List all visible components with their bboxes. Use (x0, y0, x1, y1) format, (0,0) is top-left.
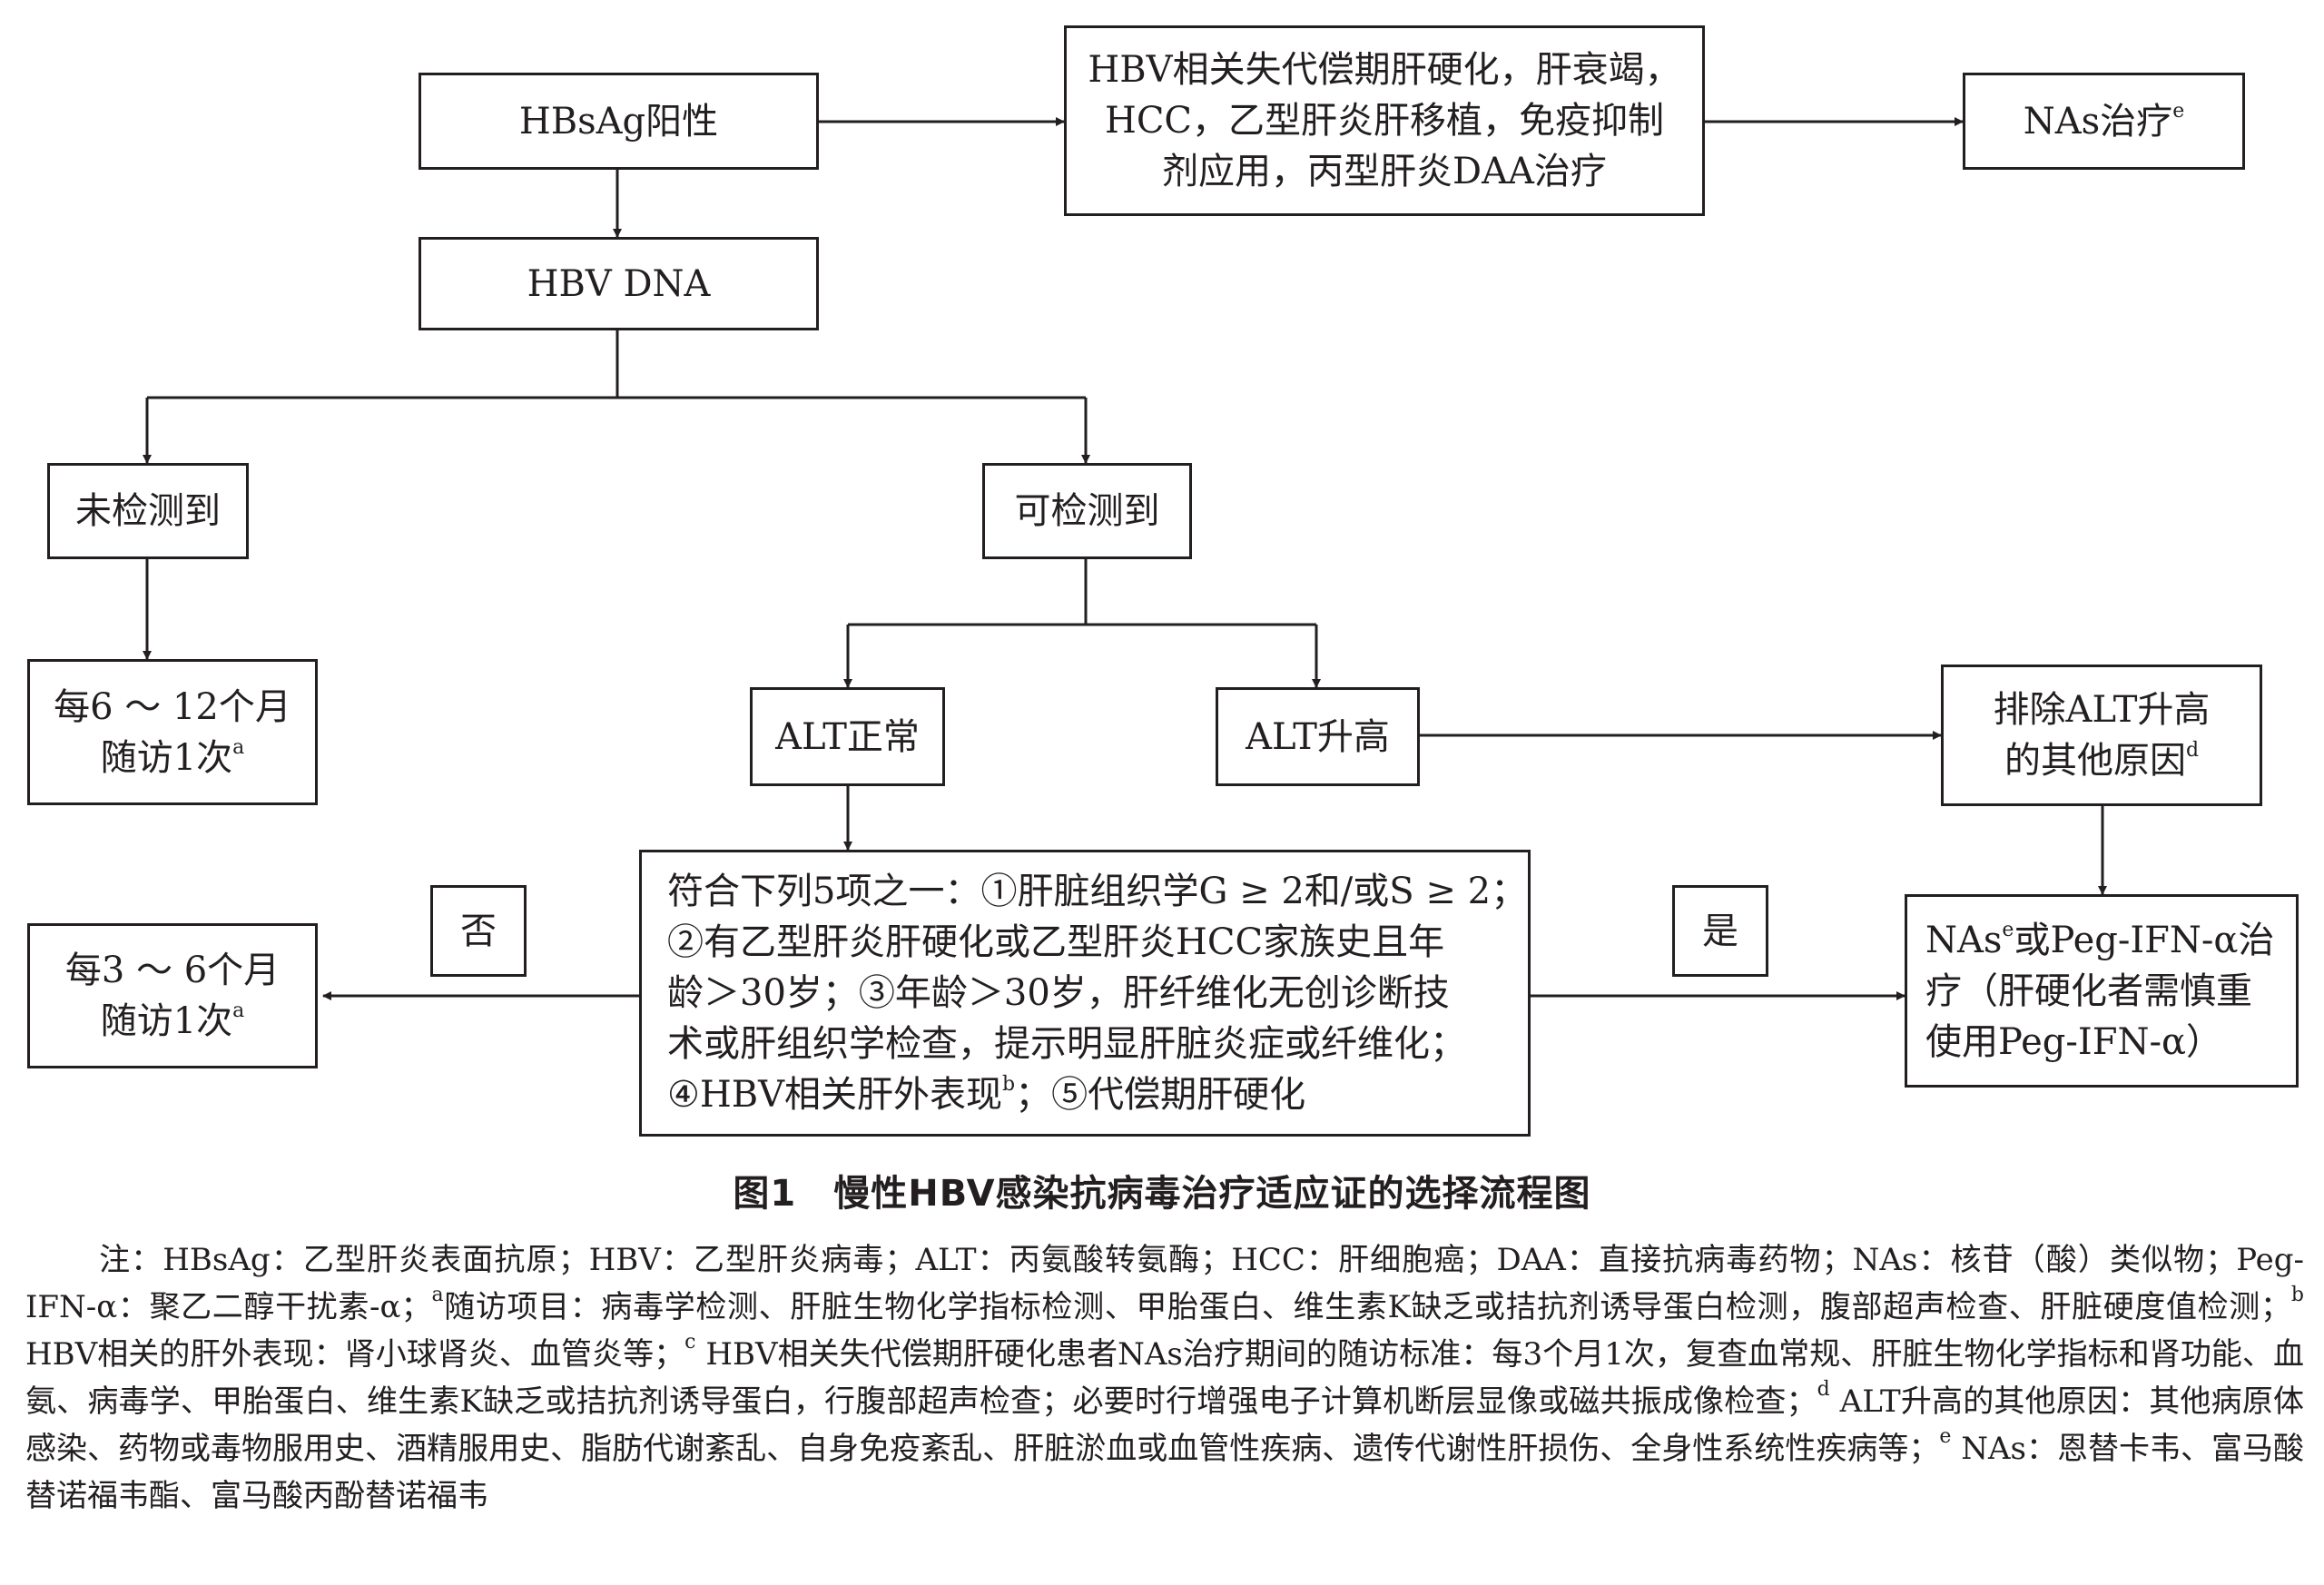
hbv-dna-label: HBV DNA (527, 262, 711, 305)
footnote-e-marker: e (2172, 99, 2185, 123)
note-d-text: ALT升高的其他原因：其他病原体感染、药物或毒物服用史、酒精服用史、脂肪代谢紊乱… (25, 1383, 2304, 1467)
criteria-line-3: 龄＞30岁；③年龄＞30岁，肝纤维化无创诊断技 (667, 972, 1450, 1014)
exclude-line-1: 排除ALT升高 (1993, 689, 2211, 731)
note-e-marker: e (1939, 1425, 1952, 1448)
nas-treatment-top-label: NAs治疗 (2023, 100, 2173, 143)
figure-caption: 图1 慢性HBV感染抗病毒治疗适应证的选择流程图 (733, 1173, 1591, 1215)
treatment-box: NAse或Peg-IFN-α治 疗（肝硬化者需慎重 使用Peg-IFN-α） (1905, 894, 2299, 1088)
nas-treatment-top-box: NAs治疗e (1963, 73, 2245, 170)
footnote-a-marker: a (232, 735, 245, 759)
alt-normal-label: ALT正常 (775, 715, 920, 758)
treatment-line-1b: 或Peg-IFN-α治 (2014, 919, 2275, 961)
criteria-line-5b: ；⑤代偿期肝硬化 (1015, 1074, 1306, 1116)
yes-label-box: 是 (1672, 885, 1768, 977)
note-b-text: HBV相关的肝外表现：肾小球肾炎、血管炎等； (25, 1336, 685, 1373)
footnote-e-marker-2: e (2002, 918, 2014, 941)
note-e-text: NAs：恩替卡韦、富马酸替诺福韦酯、富马酸丙酚替诺福韦 (25, 1431, 2304, 1514)
footnote-a-marker-2: a (232, 999, 245, 1022)
detected-label: 可检测到 (1014, 490, 1160, 532)
hbv-dna-box: HBV DNA (419, 237, 819, 330)
alt-normal-box: ALT正常 (750, 687, 945, 786)
note-abbreviations: 注：HBsAg：乙型肝炎表面抗原；HBV：乙型肝炎病毒；ALT：丙氨酸转氨酶；H… (25, 1242, 2304, 1325)
treatment-line-2: 疗（肝硬化者需慎重 (1925, 970, 2252, 1012)
note-b-marker: b (2290, 1284, 2304, 1306)
alt-high-box: ALT升高 (1216, 687, 1420, 786)
hbsag-positive-label: HBsAg阳性 (518, 100, 719, 143)
yes-label: 是 (1702, 910, 1738, 952)
undetected-label: 未检测到 (75, 490, 221, 532)
note-c-marker: c (684, 1331, 696, 1354)
treatment-line-1a: NAs (1925, 919, 2003, 961)
criteria-line-4: 术或肝组织学检查，提示明显肝脏炎症或纤维化； (667, 1023, 1466, 1065)
follow-up-6-12-line-1: 每6 ～ 12个月 (54, 685, 291, 728)
special-line-1: HBV相关失代偿期肝硬化，肝衰竭， (1088, 49, 1681, 91)
note-d-marker: d (1817, 1378, 1830, 1401)
special-line-3: 剂应用，丙型肝炎DAA治疗 (1162, 151, 1607, 192)
undetected-box: 未检测到 (47, 463, 249, 559)
follow-up-3-6-line-2: 随访1次 (100, 1000, 233, 1042)
follow-up-6-12-box: 每6 ～ 12个月 随访1次a (27, 659, 318, 805)
special-line-2: HCC，乙型肝炎肝移植，免疫抑制 (1104, 100, 1665, 142)
note-a-marker: a (431, 1284, 444, 1306)
detected-box: 可检测到 (982, 463, 1192, 559)
criteria-box: 符合下列5项之一：①肝脏组织学G ≥ 2和/或S ≥ 2； ②有乙型肝炎肝硬化或… (639, 850, 1531, 1137)
note-a-text: 随访项目：病毒学检测、肝脏生物化学指标检测、甲胎蛋白、维生素K缺乏或拮抗剂诱导蛋… (443, 1289, 2291, 1325)
no-label: 否 (460, 910, 497, 952)
follow-up-3-6-line-1: 每3 ～ 6个月 (64, 950, 281, 991)
special-population-box: HBV相关失代偿期肝硬化，肝衰竭， HCC，乙型肝炎肝移植，免疫抑制 剂应用，丙… (1064, 25, 1705, 216)
footnote-d-marker: d (2185, 739, 2200, 762)
exclude-other-causes-box: 排除ALT升高 的其他原因d (1941, 665, 2262, 806)
footnote-b-marker: b (1002, 1073, 1016, 1096)
criteria-line-5a: ④HBV相关肝外表现 (667, 1074, 1003, 1116)
follow-up-3-6-box: 每3 ～ 6个月 随访1次a (27, 923, 318, 1068)
exclude-line-2: 的其他原因 (2004, 740, 2186, 782)
figure-notes: 注：HBsAg：乙型肝炎表面抗原；HBV：乙型肝炎病毒；ALT：丙氨酸转氨酶；H… (25, 1236, 2304, 1520)
follow-up-6-12-line-2: 随访1次 (100, 736, 233, 779)
criteria-line-2: ②有乙型肝炎肝硬化或乙型肝炎HCC家族史且年 (667, 921, 1445, 963)
hbsag-positive-box: HBsAg阳性 (419, 73, 819, 170)
treatment-line-3: 使用Peg-IFN-α） (1925, 1020, 2222, 1063)
no-label-box: 否 (430, 885, 527, 977)
note-c-text: HBV相关失代偿期肝硬化患者NAs治疗期间的随访标准：每3个月1次，复查血常规、… (25, 1336, 2304, 1420)
criteria-line-1: 符合下列5项之一：①肝脏组织学G ≥ 2和/或S ≥ 2； (667, 871, 1528, 912)
alt-high-label: ALT升高 (1246, 715, 1390, 758)
